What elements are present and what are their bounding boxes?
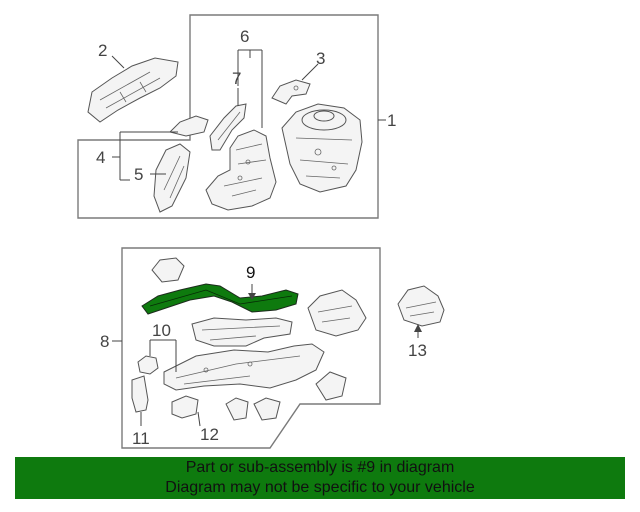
callout-2: 2 — [98, 41, 107, 60]
part-9-highlighted[interactable] — [141, 283, 299, 315]
callout-10: 10 — [152, 321, 171, 340]
callout-11: 11 — [132, 429, 150, 448]
part-13[interactable] — [397, 285, 445, 327]
part-7[interactable] — [209, 103, 247, 151]
part-2[interactable] — [87, 57, 179, 123]
parts-diagram: 1 2 3 4 5 6 7 8 9 10 11 12 13 — [77, 14, 445, 449]
callout-3: 3 — [316, 49, 325, 68]
callout-8: 8 — [100, 332, 109, 351]
banner-line-1: Part or sub-assembly is #9 in diagram — [185, 459, 455, 476]
part-9-body — [141, 283, 299, 315]
part-10[interactable] — [137, 317, 325, 391]
callout-1: 1 — [387, 111, 396, 130]
callout-5: 5 — [134, 165, 143, 184]
part-6[interactable] — [205, 129, 277, 211]
callout-9: 9 — [246, 263, 255, 282]
banner-line-2: Diagram may not be specific to your vehi… — [165, 479, 475, 496]
info-banner: Part or sub-assembly is #9 in diagram Di… — [15, 457, 625, 499]
part-small-bracket[interactable] — [151, 257, 185, 283]
callout-6: 6 — [240, 27, 249, 46]
part-rear-bracket[interactable] — [225, 289, 367, 421]
part-3[interactable] — [271, 79, 311, 105]
callout-7: 7 — [232, 69, 241, 88]
callout-4: 4 — [96, 148, 105, 167]
part-4[interactable] — [153, 115, 209, 213]
part-11[interactable] — [131, 375, 149, 413]
part-1[interactable] — [281, 103, 363, 193]
callout-13: 13 — [408, 341, 427, 360]
part-12[interactable] — [171, 395, 199, 419]
callout-12: 12 — [200, 425, 219, 444]
